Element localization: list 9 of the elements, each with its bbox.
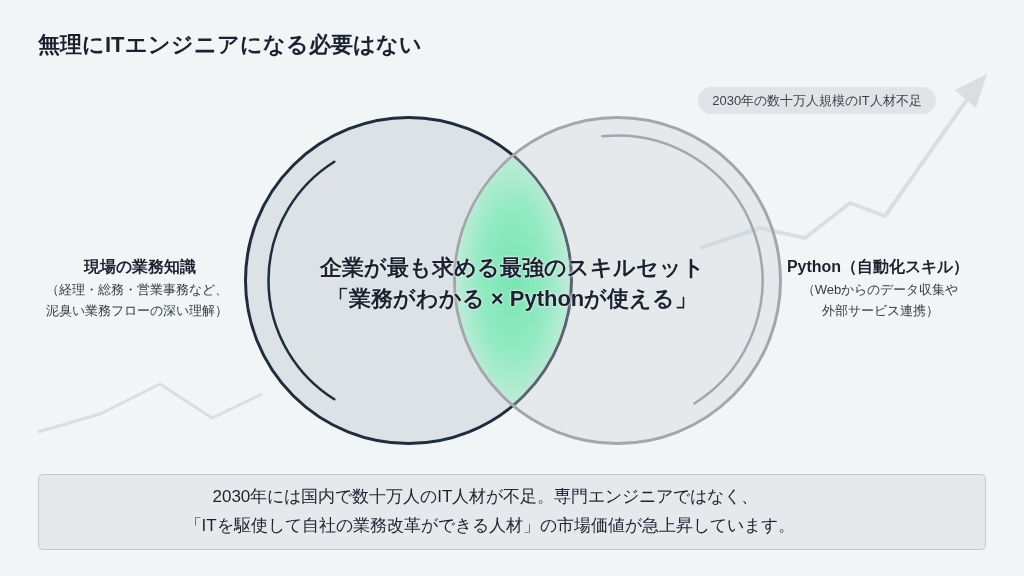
circle-heading: 現場の業務知識 <box>84 257 196 277</box>
circle-description: （Webからのデータ収集や外部サービス連携） <box>800 281 960 320</box>
summary-panel <box>38 474 986 550</box>
summary-text: 2030年には国内で数十万人のIT人材が不足。専門エンジニアではなく、 <box>212 485 759 508</box>
slide-title: 無理にITエンジニアになる必要はない <box>38 31 422 59</box>
summary-text: 「ITを駆使して自社の業務改革ができる人材」の市場価値が急上昇しています。 <box>184 514 795 537</box>
circle-description: （経理・総務・営業事務など、泥臭い業務フローの深い理解） <box>45 281 229 320</box>
label-pill: 2030年の数十万人規模のIT人材不足 <box>698 87 936 114</box>
circle-heading: Python（自動化スキル） <box>786 257 970 277</box>
